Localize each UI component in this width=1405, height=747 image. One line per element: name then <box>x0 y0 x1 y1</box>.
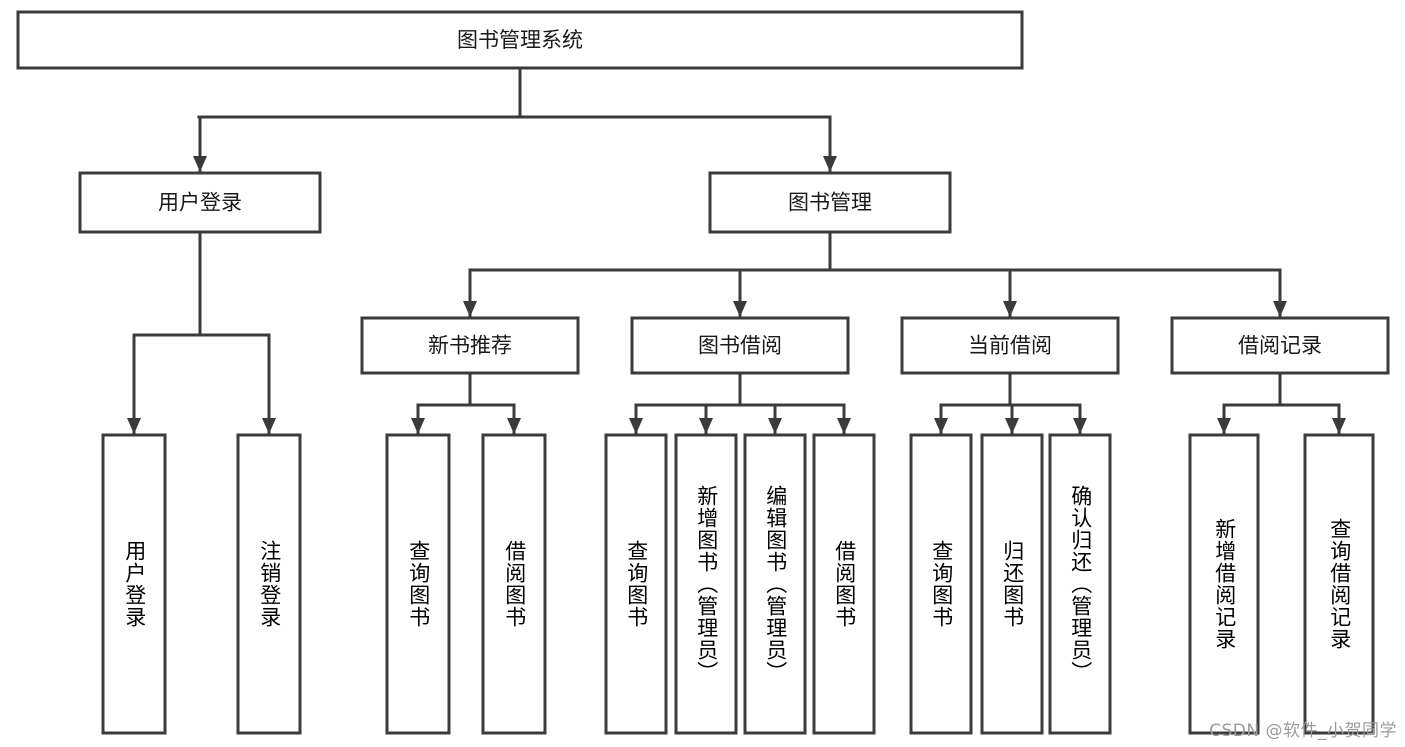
arrow-head-icon <box>1003 301 1017 317</box>
arrow-head-icon <box>823 156 837 172</box>
node-level3-2[interactable] <box>900 316 1120 375</box>
connector-layer <box>127 66 1346 435</box>
arrow-head-icon <box>507 418 521 434</box>
node-level3-2-label: 当前借阅 <box>968 334 1052 358</box>
node-leaf-10[interactable] <box>1048 433 1112 735</box>
node-leaf-1[interactable] <box>236 433 302 735</box>
arrow-head-icon <box>1332 418 1346 434</box>
arrow-head-icon <box>463 301 477 317</box>
node-level2-1[interactable] <box>708 171 952 234</box>
arrow-head-icon <box>934 418 948 434</box>
arrow-head-icon <box>1217 418 1231 434</box>
node-level2-0[interactable] <box>78 171 322 234</box>
node-leaf-5[interactable] <box>674 433 738 735</box>
node-leaf-7[interactable] <box>812 433 876 735</box>
arrow-head-icon <box>768 418 782 434</box>
box-layer <box>16 10 1390 735</box>
arrow-head-icon <box>127 418 141 434</box>
node-leaf-12[interactable] <box>1303 433 1375 735</box>
node-level3-0[interactable] <box>360 316 580 375</box>
node-level2-1-label: 图书管理 <box>788 191 872 215</box>
arrow-head-icon <box>629 418 643 434</box>
node-leaf-0[interactable] <box>101 433 167 735</box>
node-root-system[interactable] <box>16 10 1024 70</box>
csdn-watermark: CSDN @软件_小贺同学 <box>1209 721 1397 741</box>
arrow-head-icon <box>411 418 425 434</box>
node-level3-0-label: 新书推荐 <box>428 334 512 358</box>
arrow-head-icon <box>1005 418 1019 434</box>
arrow-head-icon <box>262 418 276 434</box>
node-leaf-4[interactable] <box>604 433 668 735</box>
node-leaf-6[interactable] <box>743 433 807 735</box>
node-leaf-11[interactable] <box>1188 433 1260 735</box>
node-level3-3-label: 借阅记录 <box>1238 334 1322 358</box>
arrow-head-icon <box>699 418 713 434</box>
arrow-head-icon <box>193 156 207 172</box>
node-level3-1[interactable] <box>630 316 850 375</box>
arrow-head-icon <box>733 301 747 317</box>
node-leaf-2[interactable] <box>385 433 451 735</box>
arrow-head-icon <box>837 418 851 434</box>
arrow-head-icon <box>1073 418 1087 434</box>
arrow-head-icon <box>1273 301 1287 317</box>
node-root-system-label: 图书管理系统 <box>457 28 583 52</box>
node-leaf-8[interactable] <box>909 433 973 735</box>
node-leaf-9[interactable] <box>980 433 1044 735</box>
node-level2-0-label: 用户登录 <box>158 191 242 215</box>
node-level3-1-label: 图书借阅 <box>698 334 782 358</box>
node-level3-3[interactable] <box>1170 316 1390 375</box>
node-leaf-3[interactable] <box>481 433 547 735</box>
